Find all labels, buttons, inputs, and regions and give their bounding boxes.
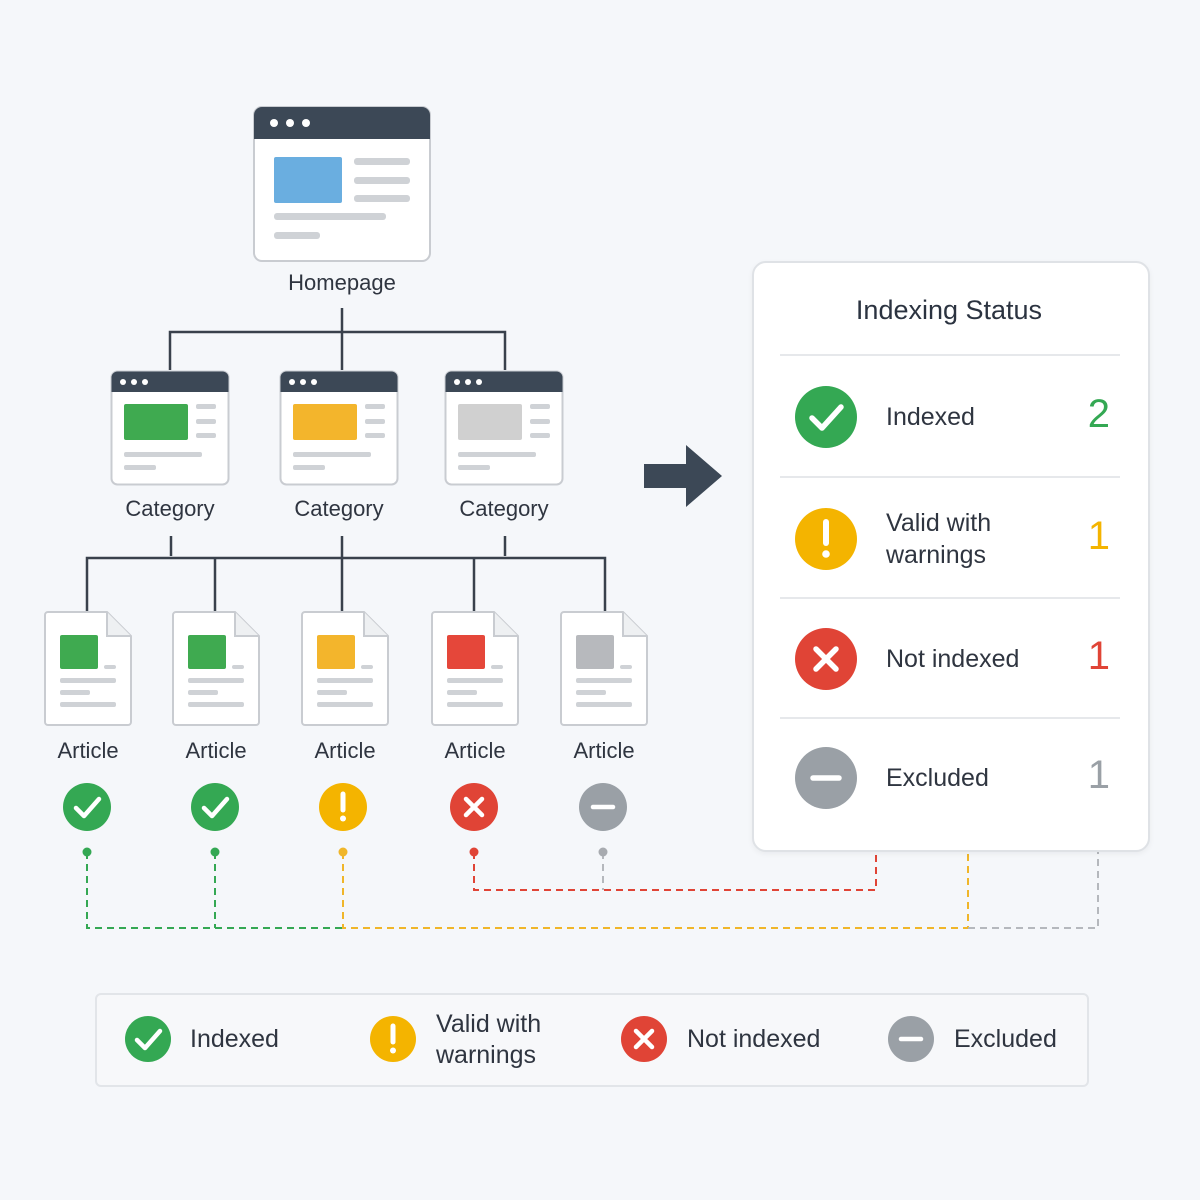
legend-label: Valid with warnings bbox=[436, 1009, 541, 1071]
status-label: Not indexed bbox=[886, 645, 1020, 673]
exclamation-circle-icon bbox=[319, 783, 367, 831]
status-row-not-indexed: Not indexed 1 bbox=[754, 599, 1144, 719]
divider bbox=[780, 717, 1120, 719]
x-circle-icon bbox=[450, 783, 498, 831]
article-document-icon bbox=[172, 611, 260, 726]
status-label: Valid with warnings bbox=[886, 507, 991, 571]
status-count: 1 bbox=[1087, 753, 1110, 797]
article-document-icon bbox=[431, 611, 519, 726]
x-circle-icon bbox=[621, 1016, 667, 1062]
status-row-valid-with-warnings: Valid with warnings 1 bbox=[754, 478, 1144, 598]
article-label: Article bbox=[314, 738, 376, 763]
homepage-window-icon bbox=[253, 106, 431, 262]
status-row-indexed: Indexed 2 bbox=[754, 356, 1144, 476]
status-label-line: Valid with bbox=[886, 509, 992, 537]
article-document-icon bbox=[560, 611, 648, 726]
divider bbox=[780, 354, 1120, 356]
minus-circle-icon bbox=[795, 747, 857, 809]
status-count: 2 bbox=[1087, 392, 1110, 436]
legend-label-line: Valid with bbox=[436, 1010, 542, 1038]
homepage-label: Homepage bbox=[288, 270, 396, 295]
divider bbox=[780, 476, 1120, 478]
category-label: Category bbox=[294, 496, 384, 521]
category-window-icon bbox=[110, 370, 230, 486]
check-circle-icon bbox=[795, 386, 857, 448]
legend-label-line: warnings bbox=[436, 1041, 537, 1069]
article-label: Article bbox=[444, 738, 506, 763]
status-label: Indexed bbox=[886, 403, 975, 431]
arrow-right-icon bbox=[644, 445, 722, 507]
status-label: Excluded bbox=[886, 764, 989, 792]
legend: Indexed Valid with warnings Not indexed … bbox=[95, 993, 1089, 1087]
status-count: 1 bbox=[1087, 514, 1110, 558]
exclamation-circle-icon bbox=[370, 1016, 416, 1062]
exclamation-circle-icon bbox=[795, 508, 857, 570]
panel-title: Indexing Status bbox=[855, 295, 1043, 325]
category-window-icon bbox=[279, 370, 399, 486]
legend-label: Excluded bbox=[954, 1025, 1057, 1053]
status-count: 1 bbox=[1087, 634, 1110, 678]
divider bbox=[780, 597, 1120, 599]
category-label: Category bbox=[459, 496, 549, 521]
legend-label: Not indexed bbox=[687, 1025, 821, 1053]
check-circle-icon bbox=[125, 1016, 171, 1062]
check-circle-icon bbox=[63, 783, 111, 831]
legend-label: Indexed bbox=[190, 1025, 279, 1053]
article-label: Article bbox=[185, 738, 247, 763]
category-window-icon bbox=[444, 370, 564, 486]
status-label-line: warnings bbox=[886, 541, 987, 569]
minus-circle-icon bbox=[888, 1016, 934, 1062]
status-row-excluded: Excluded 1 bbox=[754, 719, 1144, 839]
indexing-status-panel: Indexing Status Indexed 2 Valid with war… bbox=[752, 261, 1150, 852]
article-document-icon bbox=[301, 611, 389, 726]
check-circle-icon bbox=[191, 783, 239, 831]
article-label: Article bbox=[57, 738, 119, 763]
category-label: Category bbox=[125, 496, 215, 521]
article-document-icon bbox=[44, 611, 132, 726]
x-circle-icon bbox=[795, 628, 857, 690]
article-label: Article bbox=[573, 738, 635, 763]
minus-circle-icon bbox=[579, 783, 627, 831]
